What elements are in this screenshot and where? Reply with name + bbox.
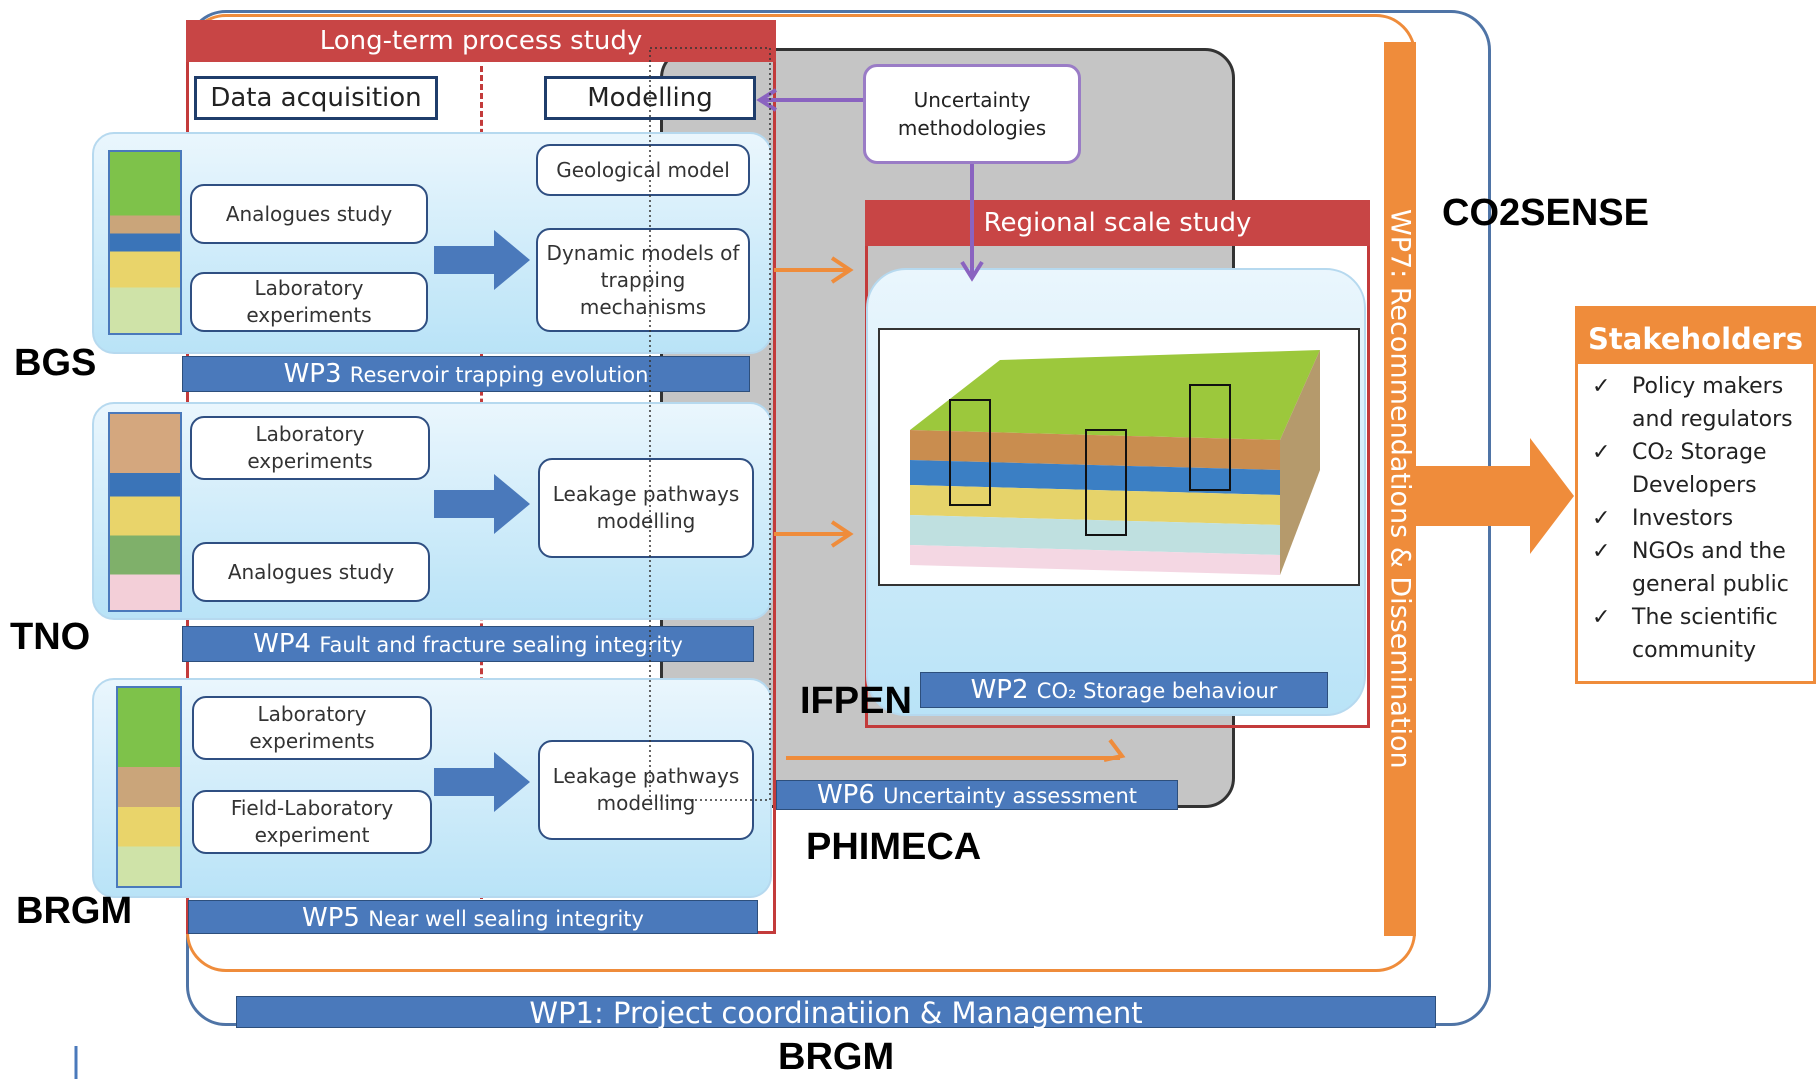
wp5-right-arrow-icon <box>434 752 530 812</box>
check-icon: ✓ <box>1592 539 1611 564</box>
wp7-partner-label: CO2SENSE <box>1442 192 1649 234</box>
wp5-laboratory-experiments-box: Laboratory experiments <box>192 696 432 760</box>
stakeholders-list: ✓Policy makers and regulators ✓CO₂ Stora… <box>1592 370 1816 667</box>
wp3-laboratory-experiments-box: Laboratory experiments <box>190 272 428 332</box>
wp4-bar: WP4 Fault and fracture sealing integrity <box>182 626 754 662</box>
wp5-bar: WP5 Near well sealing integrity <box>188 900 758 934</box>
stakeholder-item: ✓CO₂ Storage Developers <box>1592 436 1816 502</box>
wp1-partner-label: BRGM <box>778 1036 895 1078</box>
wp1-bar: WP1: Project coordinatiion & Management <box>236 996 1436 1029</box>
data-acquisition-header: Data acquisition <box>194 76 438 120</box>
wp3-right-arrow-icon <box>434 230 530 290</box>
wp2-bar: WP2 CO₂ Storage behaviour <box>920 672 1328 708</box>
stakeholders-arrow-icon <box>1416 438 1574 554</box>
stakeholders-title: Stakeholders <box>1575 306 1816 364</box>
wp6-partner-label: PHIMECA <box>806 826 982 868</box>
wp7-bar <box>1384 42 1416 936</box>
wp5-geology-column-image <box>116 686 182 888</box>
stakeholder-item: ✓Investors <box>1592 502 1816 535</box>
wp4-name: Fault and fracture sealing integrity <box>319 633 683 657</box>
wp7-label: WP7: Recommendations & Dissemination <box>1384 209 1416 769</box>
wp3-partner-label: BGS <box>14 342 97 384</box>
wp4-laboratory-experiments-box: Laboratory experiments <box>190 416 430 480</box>
modelling-header: Modelling <box>544 76 756 120</box>
wp4-partner-label: TNO <box>10 616 91 658</box>
stakeholder-item: ✓The scientific community <box>1592 601 1816 667</box>
long-term-study-title: Long-term process study <box>186 20 776 62</box>
stakeholder-item: ✓Policy makers and regulators <box>1592 370 1816 436</box>
wp3-geology-column-image <box>108 150 182 335</box>
stakeholders-box <box>1575 306 1816 684</box>
check-icon: ✓ <box>1592 605 1611 630</box>
check-icon: ✓ <box>1592 440 1611 465</box>
wp5-leakage-pathways-box: Leakage pathways modelling <box>538 740 754 840</box>
wp2-code: WP2 <box>970 675 1029 705</box>
wp5-partner-label: BRGM <box>16 890 133 932</box>
wp3-analogues-study-box: Analogues study <box>190 184 428 244</box>
wp6-bar: WP6 Uncertainty assessment <box>776 780 1178 810</box>
wp3-geological-model-box: Geological model <box>536 144 750 196</box>
reservoir-block-diagram-image <box>878 328 1360 586</box>
wp6-code: WP6 <box>816 780 875 810</box>
regional-study-title: Regional scale study <box>865 200 1370 246</box>
stakeholder-item: ✓NGOs and the general public <box>1592 535 1816 601</box>
wp3-bar: WP3 Reservoir trapping evolution <box>182 356 750 392</box>
wp4-code: WP4 <box>253 629 312 659</box>
wp5-name: Near well sealing integrity <box>368 907 644 931</box>
check-icon: ✓ <box>1592 374 1611 399</box>
uncertainty-methodologies-box: Uncertainty methodologies <box>863 64 1081 164</box>
wp4-analogues-study-box: Analogues study <box>192 542 430 602</box>
wp5-field-laboratory-box: Field-Laboratory experiment <box>192 790 432 854</box>
wp3-dynamic-models-box: Dynamic models of trapping mechanisms <box>536 228 750 332</box>
check-icon: ✓ <box>1592 506 1611 531</box>
wp6-name: Uncertainty assessment <box>883 784 1138 808</box>
wp4-right-arrow-icon <box>434 474 530 534</box>
wp5-code: WP5 <box>302 903 360 933</box>
wp2-partner-label: IFPEN <box>800 680 912 722</box>
wp2-name: CO₂ Storage behaviour <box>1036 679 1278 703</box>
wp3-code: WP3 <box>283 359 342 389</box>
wp3-name: Reservoir trapping evolution <box>349 363 649 387</box>
wp4-geology-column-image <box>108 412 182 612</box>
wp4-leakage-pathways-box: Leakage pathways modelling <box>538 458 754 558</box>
